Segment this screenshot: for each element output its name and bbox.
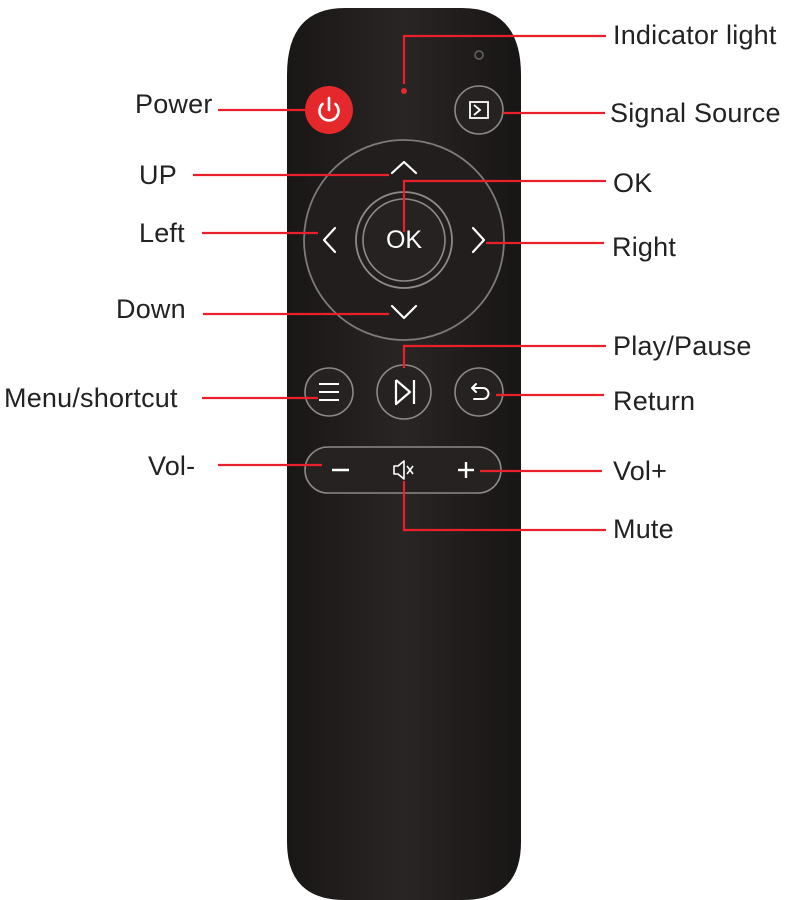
plus-icon[interactable] bbox=[458, 462, 474, 478]
ok-button-label: OK bbox=[385, 226, 423, 254]
leader-ok bbox=[402, 179, 606, 232]
signal-source-button[interactable] bbox=[454, 85, 504, 135]
indicator-light bbox=[401, 88, 407, 94]
leader-lines bbox=[193, 34, 606, 532]
label-ok: OK bbox=[613, 168, 653, 198]
signal-source-icon bbox=[469, 101, 489, 119]
leader-play-pause bbox=[402, 344, 606, 368]
label-mute: Mute bbox=[613, 514, 674, 544]
label-up: UP bbox=[139, 160, 177, 190]
power-button[interactable] bbox=[305, 86, 353, 134]
label-play-pause: Play/Pause bbox=[613, 331, 752, 361]
label-power: Power bbox=[135, 89, 213, 119]
label-vol-plus: Vol+ bbox=[613, 456, 668, 486]
menu-button[interactable] bbox=[304, 367, 354, 417]
leader-indicator-light bbox=[402, 34, 606, 84]
chevron-up-icon[interactable] bbox=[390, 160, 418, 175]
label-menu-shortcut: Menu/shortcut bbox=[4, 383, 178, 413]
label-indicator-light: Indicator light bbox=[613, 20, 777, 50]
label-down: Down bbox=[116, 294, 186, 324]
label-return: Return bbox=[613, 386, 696, 416]
sensor-hole-icon bbox=[474, 50, 484, 60]
menu-lines-icon bbox=[319, 383, 339, 401]
chevron-left-icon[interactable] bbox=[322, 226, 337, 254]
return-button[interactable] bbox=[454, 367, 504, 417]
mute-icon[interactable] bbox=[393, 460, 414, 480]
chevron-down-icon[interactable] bbox=[390, 304, 418, 320]
play-pause-icon bbox=[394, 379, 416, 406]
label-left: Left bbox=[139, 218, 185, 248]
return-arrow-icon bbox=[471, 383, 490, 400]
play-pause-button[interactable] bbox=[376, 364, 432, 420]
label-vol-minus: Vol- bbox=[148, 451, 196, 481]
label-signal-source: Signal Source bbox=[610, 98, 781, 128]
label-right: Right bbox=[612, 232, 677, 262]
power-icon bbox=[318, 96, 340, 122]
leader-mute bbox=[402, 481, 606, 532]
chevron-right-icon[interactable] bbox=[471, 226, 486, 254]
